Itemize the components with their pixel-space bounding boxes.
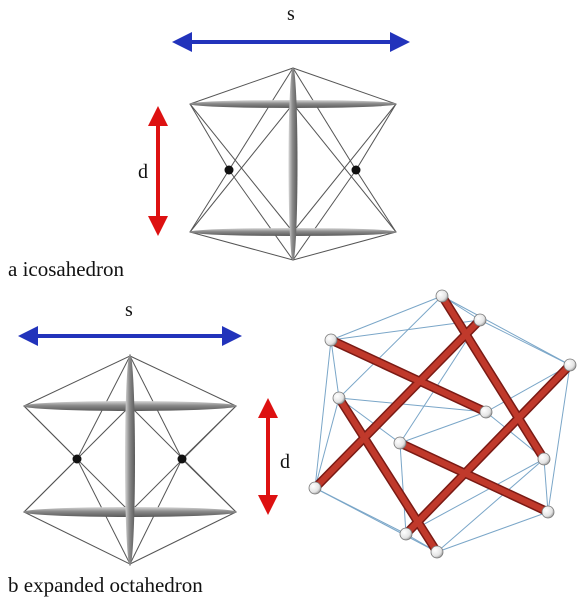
expanded-octahedron-diagram: s d b expanded octahedron	[8, 299, 290, 597]
strut	[328, 337, 489, 415]
node	[435, 289, 449, 303]
strut-vertical	[125, 354, 135, 566]
node	[308, 481, 322, 495]
strut-vertical	[288, 67, 298, 261]
span-label: s	[125, 299, 133, 321]
strut	[397, 440, 551, 515]
node	[430, 545, 444, 559]
strut	[312, 317, 483, 491]
depth-label: d	[280, 451, 290, 473]
node	[324, 333, 338, 347]
caption-a: a icosahedron	[8, 257, 125, 281]
node	[541, 505, 555, 519]
caption-b: b expanded octahedron	[8, 573, 203, 597]
icosahedron-diagram: s d a icosahed	[8, 3, 410, 281]
depth-label: d	[138, 161, 148, 183]
node	[393, 436, 407, 450]
struts	[310, 291, 575, 557]
node	[563, 358, 577, 372]
node	[537, 452, 551, 466]
span-label: s	[287, 3, 295, 25]
nodes	[308, 289, 577, 559]
node	[177, 454, 187, 464]
node	[479, 405, 493, 419]
node	[473, 313, 487, 327]
node	[224, 165, 234, 175]
strut	[403, 362, 573, 537]
node	[399, 527, 413, 541]
strut	[439, 293, 547, 462]
node	[72, 454, 82, 464]
node	[351, 165, 361, 175]
tensegrity-3d-render	[308, 289, 577, 559]
strut	[336, 395, 440, 555]
node	[332, 391, 346, 405]
cables	[189, 67, 397, 261]
